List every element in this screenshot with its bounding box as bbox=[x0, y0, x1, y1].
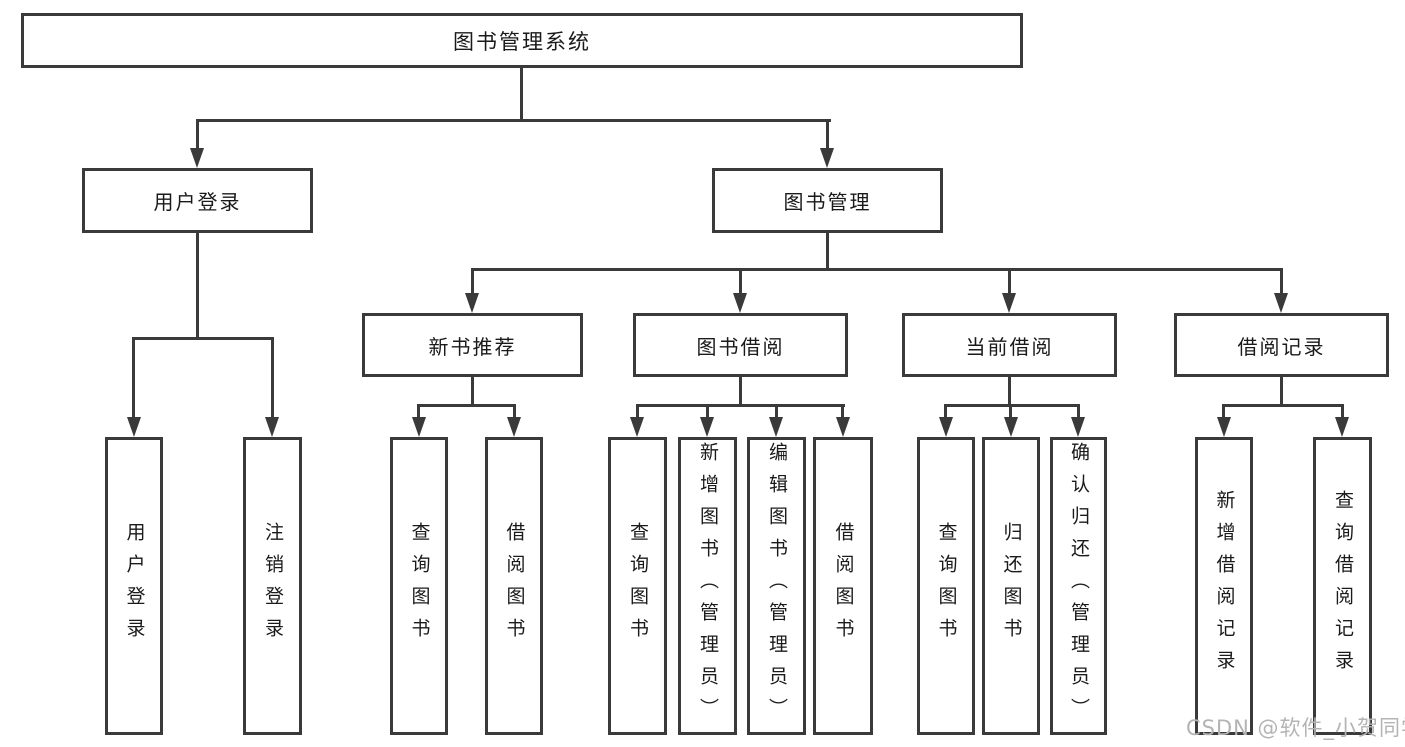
connector-book-management-bus bbox=[471, 268, 1283, 271]
node-label: 图书管理 bbox=[783, 190, 872, 214]
connector-to-leaf-borrow-book bbox=[841, 404, 844, 418]
node-book-borrowing: 图书借阅 bbox=[633, 313, 848, 377]
node-label: 当前借阅 bbox=[965, 334, 1054, 359]
node-label: 查询图书 bbox=[935, 522, 958, 650]
node-library-management-system: 图书管理系统 bbox=[21, 13, 1023, 68]
node-borrowing-records: 借阅记录 bbox=[1174, 313, 1389, 377]
leaf-user-login: 用户登录 bbox=[105, 437, 163, 735]
connector-newbook-bus bbox=[418, 404, 516, 407]
node-label: 新增图书（管理员） bbox=[697, 442, 719, 730]
connector-to-leaf-confirm-return bbox=[1077, 404, 1080, 418]
leaf-current-query-books: 查询图书 bbox=[917, 437, 975, 735]
leaf-add-book-admin: 新增图书（管理员） bbox=[678, 437, 737, 735]
connector-to-leaf-current-query bbox=[944, 404, 947, 418]
connector-to-borrowing-records bbox=[1280, 268, 1283, 295]
arrowhead-leaf-newbook-query bbox=[412, 417, 426, 437]
node-label: 新增借阅记录 bbox=[1213, 490, 1236, 682]
arrowhead-book-management bbox=[820, 148, 834, 168]
connector-records-bus bbox=[1222, 404, 1343, 407]
connector-root-stem bbox=[520, 68, 523, 122]
connector-to-book-borrowing bbox=[739, 268, 742, 295]
connector-to-leaf-query-record bbox=[1341, 404, 1344, 418]
arrowhead-leaf-user-login bbox=[127, 417, 141, 437]
connector-to-leaf-return-book bbox=[1009, 404, 1012, 418]
node-label: 借阅图书 bbox=[832, 522, 855, 650]
arrowhead-leaf-confirm-return bbox=[1071, 417, 1085, 437]
leaf-borrow-book: 借阅图书 bbox=[813, 437, 873, 735]
connector-book-management-stem bbox=[826, 233, 829, 271]
arrowhead-leaf-query-record bbox=[1335, 417, 1349, 437]
arrowhead-leaf-current-query bbox=[939, 417, 953, 437]
arrowhead-leaf-return-book bbox=[1004, 417, 1018, 437]
connector-to-leaf-newbook-borrow bbox=[513, 404, 516, 418]
leaf-newbook-borrow-books: 借阅图书 bbox=[485, 437, 543, 735]
connector-to-book-management bbox=[826, 119, 829, 150]
arrowhead-new-book-recommendation bbox=[465, 293, 479, 313]
arrowhead-leaf-logout bbox=[265, 417, 279, 437]
node-label: 新书推荐 bbox=[428, 334, 517, 359]
node-label: 图书借阅 bbox=[696, 334, 785, 359]
connector-to-user-login bbox=[196, 119, 199, 150]
connector-current-stem bbox=[1008, 377, 1011, 407]
node-label: 查询图书 bbox=[627, 522, 649, 650]
connector-user-login-bus bbox=[133, 337, 274, 340]
arrowhead-leaf-borrow-book bbox=[836, 417, 850, 437]
leaf-logout: 注销登录 bbox=[243, 437, 302, 735]
connector-root-bus bbox=[196, 119, 831, 122]
connector-borrowing-bus bbox=[636, 404, 845, 407]
connector-user-login-stem bbox=[196, 233, 199, 340]
leaf-newbook-query-books: 查询图书 bbox=[390, 437, 448, 735]
arrowhead-leaf-add-book bbox=[700, 417, 714, 437]
connector-newbook-stem bbox=[471, 377, 474, 407]
arrowhead-leaf-edit-book bbox=[769, 417, 783, 437]
connector-to-leaf-add-record bbox=[1222, 404, 1225, 418]
node-label: 查询图书 bbox=[408, 522, 431, 650]
leaf-query-borrow-record: 查询借阅记录 bbox=[1313, 437, 1372, 735]
leaf-edit-book-admin: 编辑图书（管理员） bbox=[747, 437, 806, 735]
node-label: 用户登录 bbox=[123, 522, 146, 650]
node-label: 图书管理系统 bbox=[453, 29, 591, 54]
connector-to-leaf-logout bbox=[271, 337, 274, 417]
leaf-return-book: 归还图书 bbox=[982, 437, 1040, 735]
connector-records-stem bbox=[1280, 377, 1283, 407]
connector-to-leaf-add-book bbox=[706, 404, 709, 418]
csdn-watermark: CSDN @软件_小贺同学 bbox=[1186, 716, 1405, 740]
arrowhead-book-borrowing bbox=[733, 293, 747, 313]
node-label: 借阅记录 bbox=[1237, 334, 1326, 359]
connector-to-new-book-recommendation bbox=[471, 268, 474, 295]
node-label: 归还图书 bbox=[1000, 522, 1023, 650]
connector-borrowing-stem bbox=[739, 377, 742, 407]
connector-to-current-borrowing bbox=[1008, 268, 1011, 295]
leaf-add-borrow-record: 新增借阅记录 bbox=[1195, 437, 1253, 735]
connector-to-leaf-edit-book bbox=[775, 404, 778, 418]
arrowhead-leaf-borrowing-query bbox=[630, 417, 644, 437]
arrowhead-user-login bbox=[190, 148, 204, 168]
node-label: 查询借阅记录 bbox=[1332, 490, 1354, 682]
node-label: 编辑图书（管理员） bbox=[766, 442, 788, 730]
node-book-management: 图书管理 bbox=[712, 168, 943, 233]
node-user-login: 用户登录 bbox=[82, 168, 313, 233]
node-label: 用户登录 bbox=[153, 190, 242, 214]
arrowhead-leaf-newbook-borrow bbox=[507, 417, 521, 437]
arrowhead-leaf-add-record bbox=[1217, 417, 1231, 437]
connector-to-leaf-newbook-query bbox=[417, 404, 420, 418]
node-current-borrowing: 当前借阅 bbox=[902, 313, 1117, 377]
arrowhead-borrowing-records bbox=[1274, 293, 1288, 313]
arrowhead-current-borrowing bbox=[1002, 293, 1016, 313]
connector-to-leaf-user-login bbox=[132, 337, 135, 417]
node-label: 确认归还（管理员） bbox=[1068, 442, 1090, 730]
node-new-book-recommendation: 新书推荐 bbox=[362, 313, 583, 377]
leaf-borrowing-query-books: 查询图书 bbox=[608, 437, 667, 735]
connector-to-leaf-borrowing-query bbox=[636, 404, 639, 418]
node-label: 注销登录 bbox=[262, 522, 284, 650]
leaf-confirm-return-admin: 确认归还（管理员） bbox=[1050, 437, 1107, 735]
node-label: 借阅图书 bbox=[503, 522, 526, 650]
